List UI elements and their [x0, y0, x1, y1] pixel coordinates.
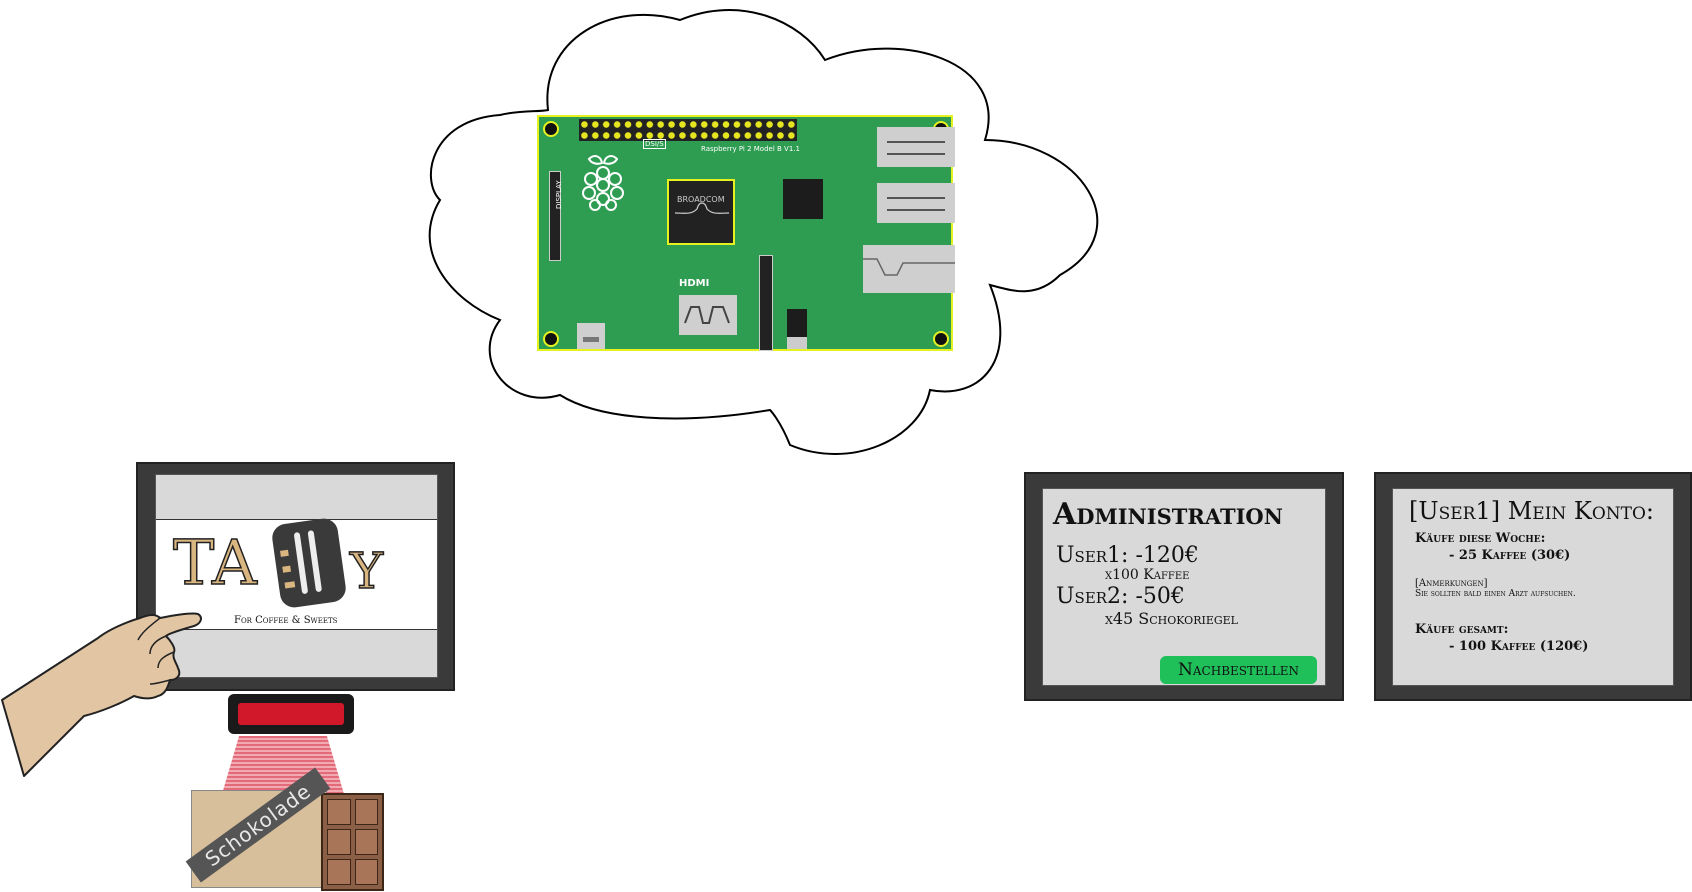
admin-user2-line: User2: -50€: [1056, 584, 1185, 609]
raspberry-logo-icon: [582, 155, 624, 211]
scanner-window: [238, 703, 344, 725]
ethernet-icon: [863, 258, 955, 276]
barcode-scanner: [228, 694, 354, 734]
hdmi-icon: [684, 306, 730, 324]
raspberry-pi-board: DSI/S Raspberry Pi 2 Model B V1.1 DISPLA…: [537, 115, 955, 351]
ethernet-port: [863, 245, 955, 293]
admin-user1-line: User1: -120€: [1056, 543, 1199, 568]
admin-screen-frame: Administration User1: -120€ x100 Kaffee …: [1024, 472, 1344, 701]
ram-chip: [783, 179, 823, 219]
account-screen-frame: [User1] Mein Konto: Käufe diese Woche: -…: [1374, 472, 1692, 701]
display-connector: [549, 171, 561, 261]
mounting-hole-icon: [933, 331, 949, 347]
total-item: - 100 Kaffee (120€): [1449, 639, 1589, 654]
audio-jack: [787, 309, 807, 349]
micro-usb-port: [577, 323, 605, 349]
broadcom-wave-icon: [675, 202, 729, 214]
week-heading: Käufe diese Woche:: [1415, 531, 1546, 546]
reorder-button-label: Nachbestellen: [1178, 660, 1299, 680]
tally-logo-left: TA: [172, 526, 258, 599]
tablet-frame: [136, 462, 455, 691]
soc-label: BROADCOM: [677, 195, 725, 204]
tally-logo-right: Y: [349, 542, 384, 600]
usb-port: [877, 183, 955, 223]
hdmi-label: HDMI: [679, 278, 710, 289]
total-heading: Käufe gesamt:: [1415, 622, 1509, 637]
notes-heading: [Anmerkungen]: [1415, 578, 1488, 589]
hdmi-port: [679, 295, 737, 335]
tally-tagline: For Coffee & Sweets: [234, 615, 338, 626]
week-item: - 25 Kaffee (30€): [1449, 548, 1571, 563]
admin-screen: Administration User1: -120€ x100 Kaffee …: [1042, 488, 1326, 686]
admin-title: Administration: [1053, 497, 1283, 532]
reorder-button[interactable]: Nachbestellen: [1160, 656, 1317, 684]
chocolate-bar-icon: [321, 793, 384, 891]
tally-coffee-cup-icon: [270, 516, 348, 610]
usb-port: [877, 127, 955, 167]
mounting-hole-icon: [543, 121, 559, 137]
account-screen: [User1] Mein Konto: Käufe diese Woche: -…: [1392, 488, 1674, 686]
notes-text: Sie sollten bald einen Arzt aufsuchen.: [1415, 589, 1576, 599]
gpio-header: [579, 119, 797, 141]
admin-user2-detail: x45 Schokoriegel: [1105, 609, 1238, 628]
account-title: [User1] Mein Konto:: [1409, 497, 1655, 525]
admin-user1-detail: x100 Kaffee: [1105, 567, 1190, 583]
model-text: Raspberry Pi 2 Model B V1.1: [701, 145, 800, 153]
broadcom-soc: BROADCOM: [667, 179, 735, 245]
hand-icon: [1, 612, 202, 777]
display-label: DISPLAY: [555, 180, 563, 209]
mounting-hole-icon: [543, 331, 559, 347]
camera-connector: [759, 255, 773, 351]
dsi-mark: DSI/S: [643, 139, 666, 149]
